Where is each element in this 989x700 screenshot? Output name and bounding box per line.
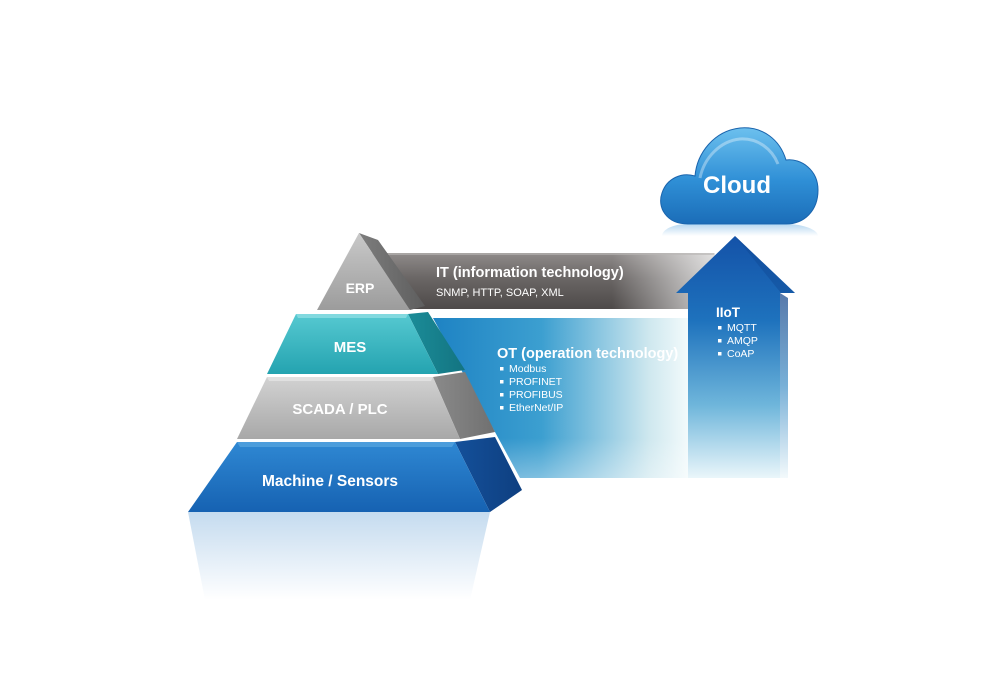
- iiot-arrow: IIoT MQTT AMQP CoAP: [676, 236, 795, 478]
- iiot-protocol-bullet: [718, 352, 722, 356]
- it-band-title: IT (information technology): [436, 265, 624, 281]
- ot-protocol-item: Modbus: [509, 363, 546, 375]
- iiot-protocol-bullet: [718, 326, 722, 330]
- cloud-shape: Cloud: [660, 127, 819, 236]
- pyramid-level-erp: ERP: [317, 233, 425, 310]
- ot-protocol-bullet: [500, 406, 504, 410]
- iiot-protocol-item: CoAP: [727, 348, 754, 360]
- it-band: IT (information technology) SNMP, HTTP, …: [372, 253, 715, 309]
- pyramid-level-label: ERP: [346, 280, 375, 296]
- automation-pyramid: Machine / Sensors SCADA / PLC MES ERP: [188, 233, 522, 600]
- ot-protocol-list: Modbus PROFINET PROFIBUS EtherNet/IP: [500, 363, 563, 414]
- iiot-title: IIoT: [716, 305, 741, 320]
- ot-protocol-bullet: [500, 367, 504, 371]
- pyramid-level-label: MES: [334, 339, 367, 356]
- pyramid-level-label: SCADA / PLC: [292, 401, 387, 418]
- iiot-protocol-bullet: [718, 339, 722, 343]
- it-band-protocols: SNMP, HTTP, SOAP, XML: [436, 287, 564, 299]
- pyramid-reflection: [188, 512, 490, 600]
- ot-protocol-bullet: [500, 380, 504, 384]
- pyramid-level-scada-plc: SCADA / PLC: [237, 372, 495, 439]
- ot-band-title: OT (operation technology): [497, 346, 678, 362]
- ot-protocol-bullet: [500, 393, 504, 397]
- ot-protocol-item: EtherNet/IP: [509, 402, 563, 414]
- ot-protocol-item: PROFINET: [509, 376, 563, 388]
- pyramid-level-mes: MES: [267, 312, 465, 374]
- iiot-protocol-item: AMQP: [727, 335, 758, 347]
- cloud-label: Cloud: [703, 172, 771, 199]
- ot-band: OT (operation technology) Modbus PROFINE…: [420, 318, 690, 478]
- iiot-protocol-item: MQTT: [727, 322, 757, 334]
- pyramid-level-label: Machine / Sensors: [262, 473, 398, 490]
- iiot-protocol-list: MQTT AMQP CoAP: [718, 322, 758, 360]
- pyramid-level-machine-sensors: Machine / Sensors: [188, 437, 522, 512]
- ot-protocol-item: PROFIBUS: [509, 389, 563, 401]
